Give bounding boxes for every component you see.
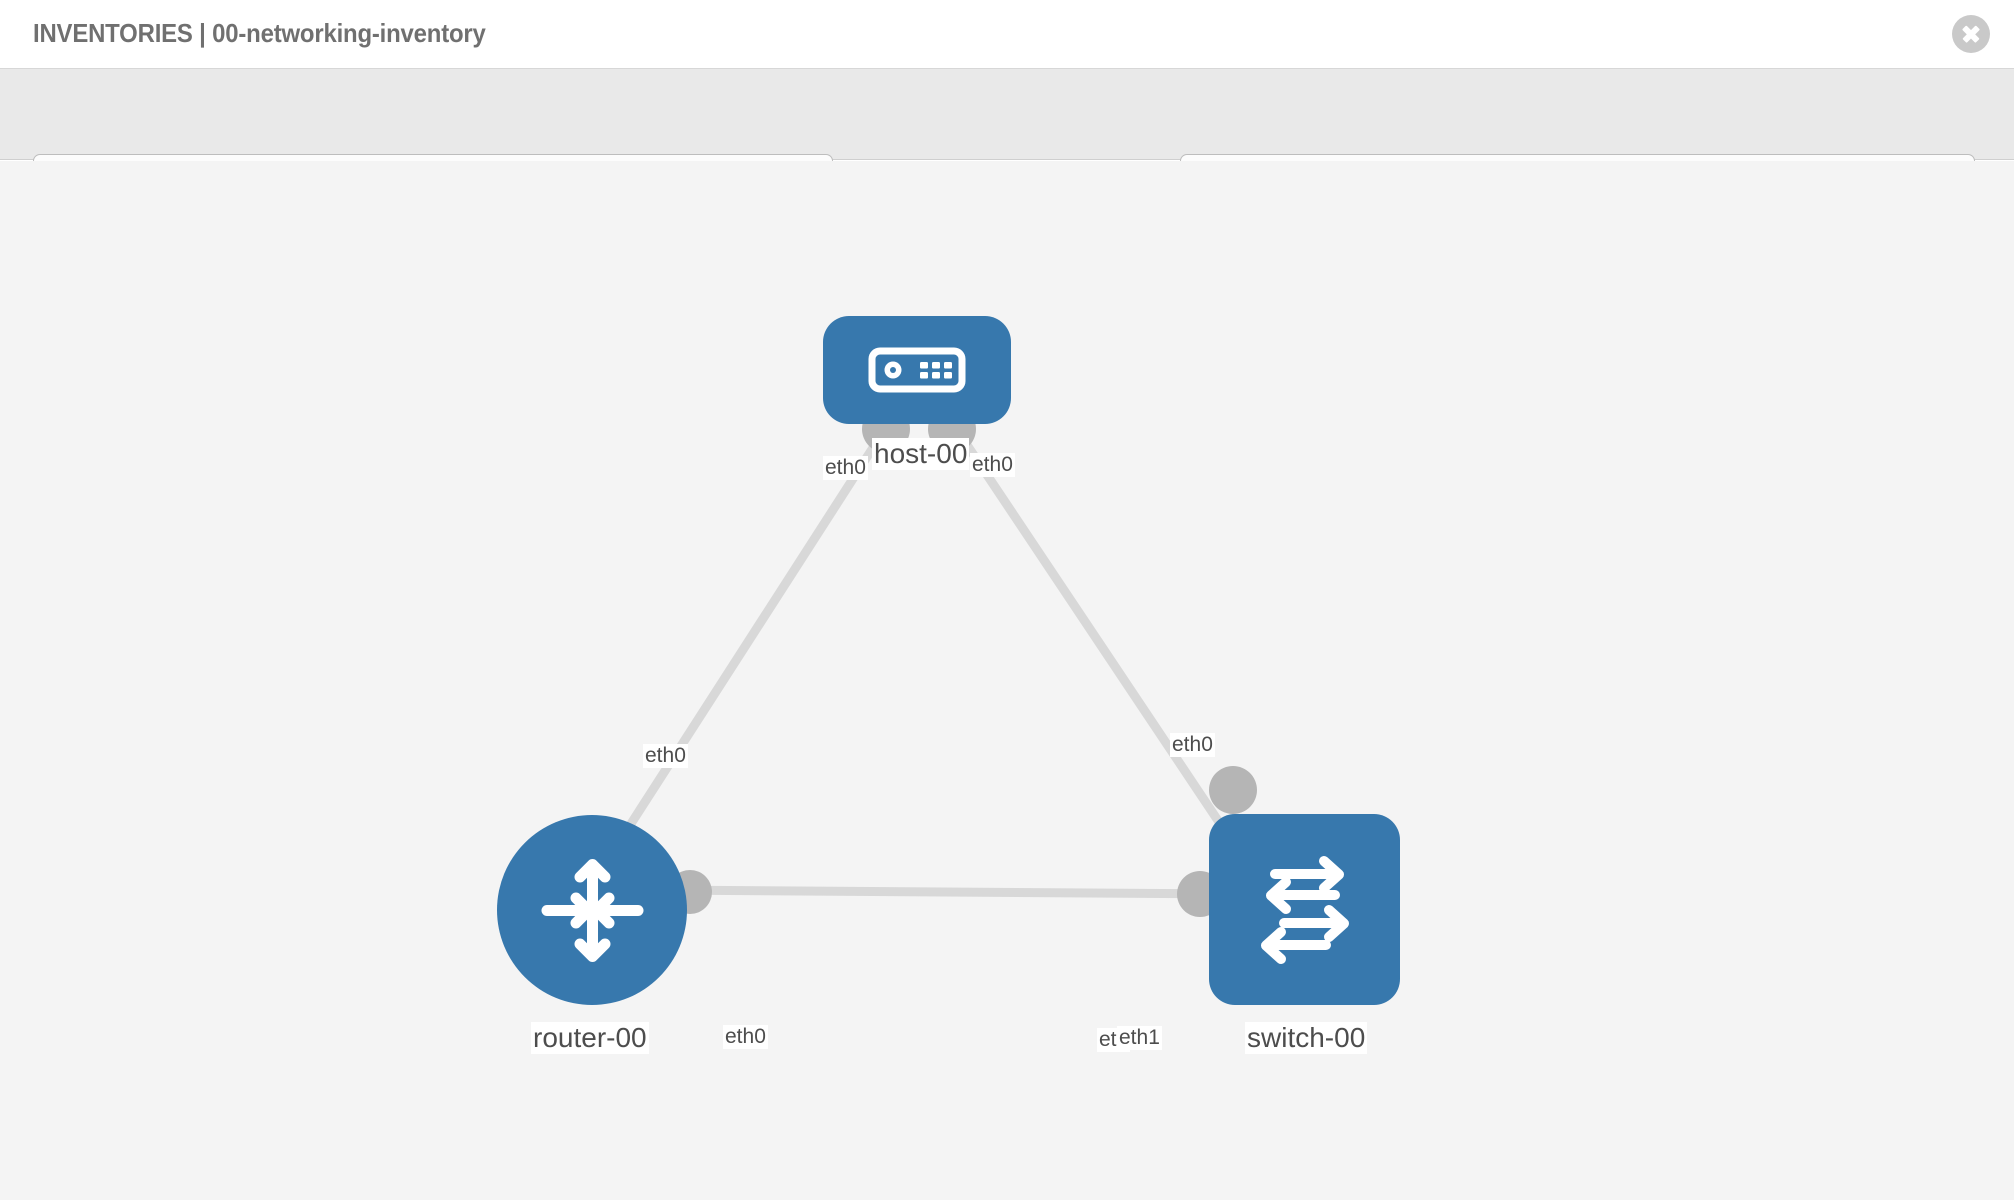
- node-switch-00[interactable]: [1209, 814, 1400, 1005]
- topology-edges: [603, 424, 1249, 899]
- switch-icon: [1260, 855, 1349, 964]
- topology-ports: [668, 405, 1257, 917]
- topology-canvas[interactable]: host-00 router-0: [0, 161, 2014, 1200]
- page-header: INVENTORIES | 00-networking-inventory: [0, 0, 2014, 69]
- edge-host-switch[interactable]: [951, 424, 1249, 864]
- server-icon: [868, 347, 966, 393]
- close-icon[interactable]: [1952, 15, 1990, 53]
- node-host-00[interactable]: [823, 316, 1011, 424]
- topology-graph: [603, 405, 1257, 917]
- edge-router-switch[interactable]: [659, 885, 1241, 899]
- router-icon: [541, 858, 643, 962]
- node-router-00[interactable]: [497, 815, 687, 1005]
- toolbar: ACTIONS SEARCH: [0, 69, 2014, 212]
- page-title: INVENTORIES | 00-networking-inventory: [33, 18, 486, 48]
- edge-host-router[interactable]: [603, 426, 889, 864]
- port-switch-eth0[interactable]: [1209, 766, 1257, 814]
